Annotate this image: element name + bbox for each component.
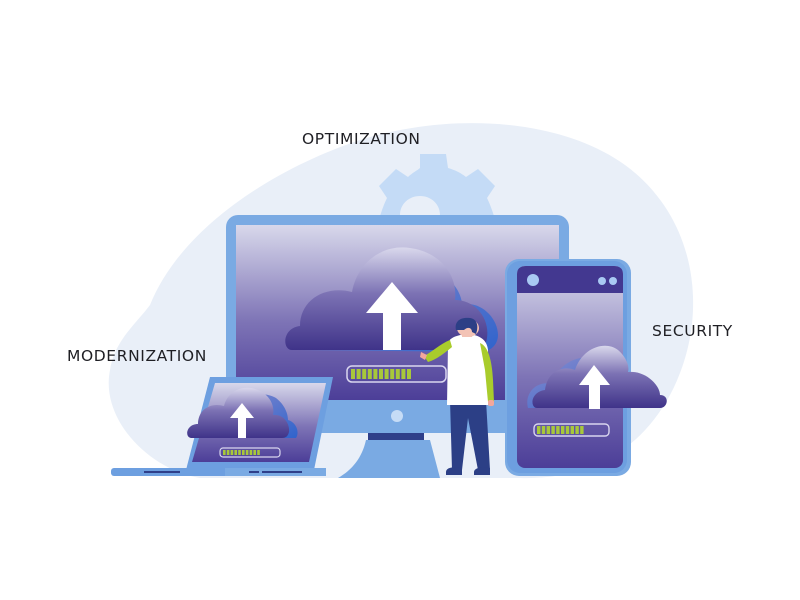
laptop	[111, 377, 333, 476]
progress-segment	[580, 426, 584, 434]
progress-segment	[356, 369, 361, 379]
progress-segment	[384, 369, 389, 379]
progress-segment	[407, 369, 411, 379]
progress-segment	[226, 450, 230, 455]
progress-segment	[379, 369, 383, 379]
progress-segment	[249, 450, 253, 455]
phone-progress-bar	[533, 423, 610, 437]
progress-segment	[230, 450, 234, 455]
progress-segment	[401, 369, 406, 379]
progress-segment	[238, 450, 241, 455]
upload-arrow-icon	[579, 365, 610, 409]
progress-segment	[546, 426, 550, 434]
progress-segment	[253, 450, 256, 455]
gear-icon	[379, 154, 495, 216]
progress-segment	[551, 426, 555, 434]
phone	[505, 259, 667, 476]
progress-segment	[556, 426, 560, 434]
progress-segment	[565, 426, 570, 434]
progress-segment	[242, 450, 245, 455]
security-label: SECURITY	[652, 322, 733, 340]
upload-arrow-icon	[230, 403, 254, 438]
progress-segment	[575, 426, 579, 434]
progress-segment	[541, 426, 546, 434]
monitor-progress-bar	[346, 365, 447, 383]
progress-segment	[390, 369, 395, 379]
progress-segment	[351, 369, 355, 379]
progress-segment	[561, 426, 565, 434]
progress-segment	[257, 450, 260, 455]
progress-segment	[362, 369, 367, 379]
upload-arrow-icon	[366, 282, 418, 350]
progress-segment	[234, 450, 237, 455]
progress-segment	[570, 426, 574, 434]
progress-segment	[373, 369, 378, 379]
phone-camera-icon	[527, 274, 539, 286]
monitor-power-button	[391, 410, 403, 422]
optimization-label: OPTIMIZATION	[302, 130, 421, 148]
laptop-progress-bar	[219, 447, 281, 458]
progress-segment	[395, 369, 400, 379]
progress-segment	[245, 450, 249, 455]
modernization-label: MODERNIZATION	[67, 347, 207, 365]
progress-segment	[223, 450, 226, 455]
person	[420, 317, 494, 475]
progress-segment	[367, 369, 372, 379]
monitor-stand	[338, 432, 440, 478]
progress-segment	[537, 426, 541, 434]
